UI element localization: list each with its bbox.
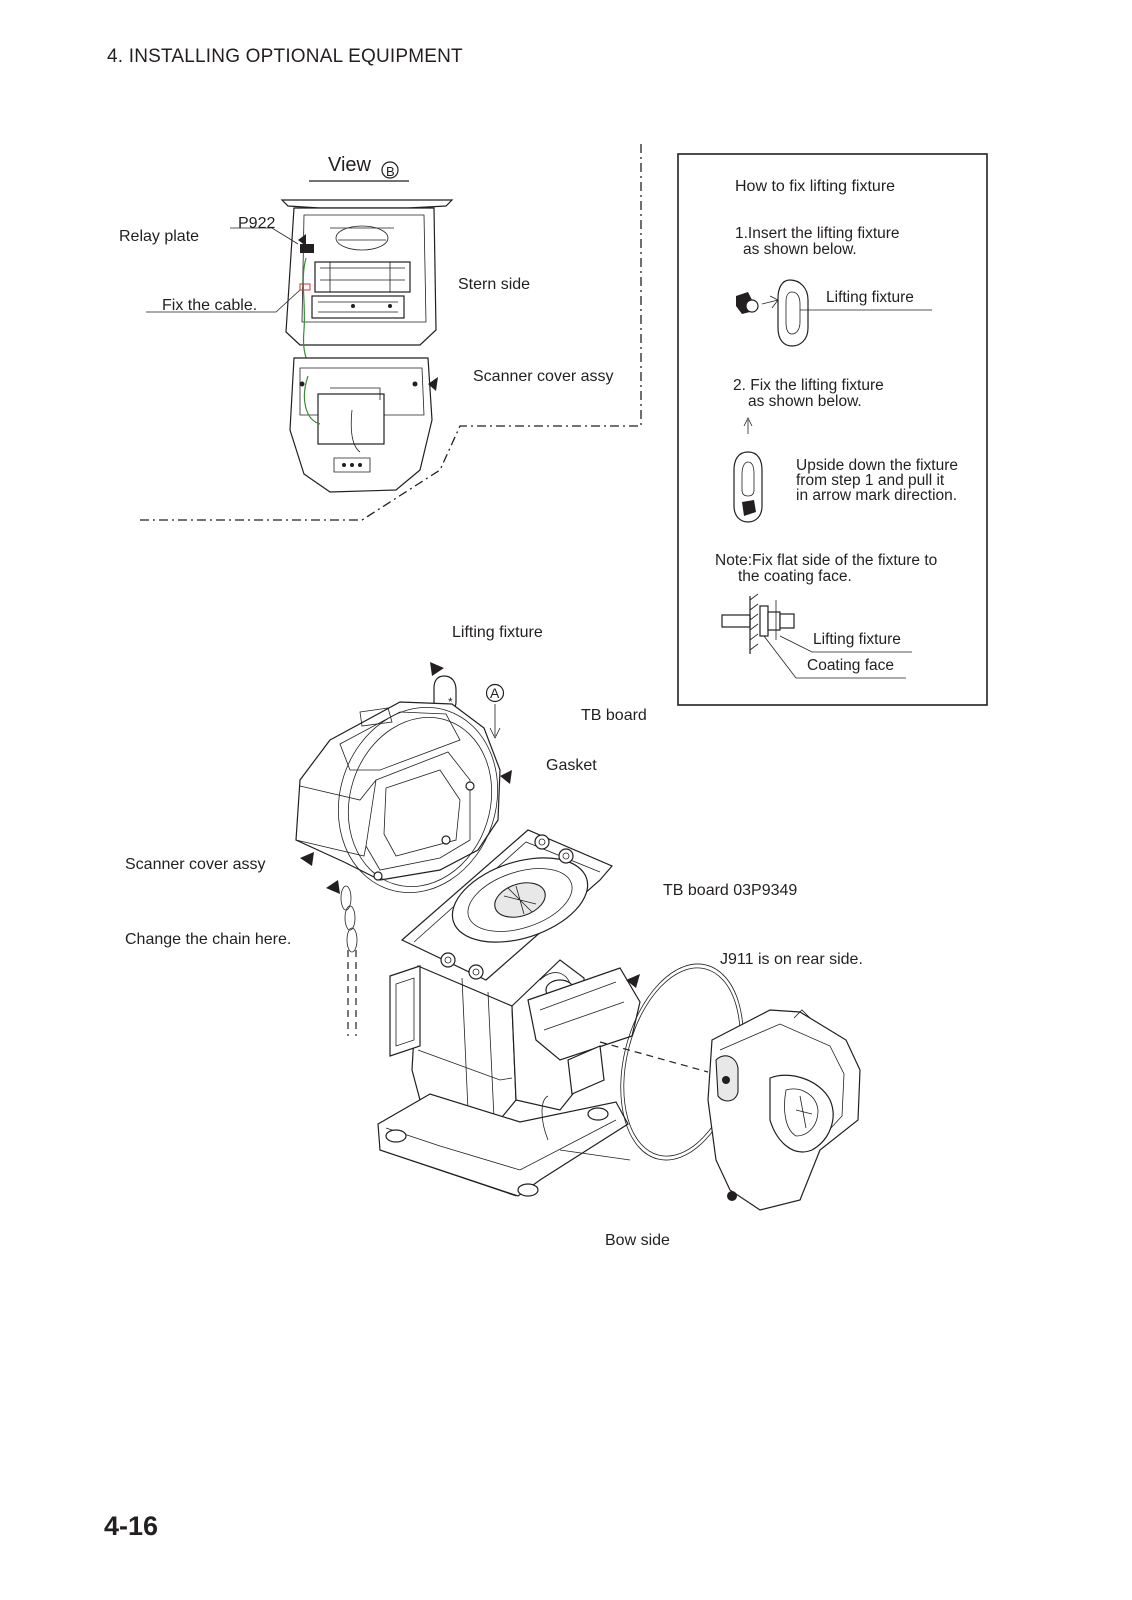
view-b-marker-circle <box>381 161 399 179</box>
bow-side-label: Bow side <box>605 1232 670 1249</box>
coating-face-section <box>721 593 795 654</box>
chain-drawing <box>340 885 358 1036</box>
main-exploded-drawing <box>295 662 861 1211</box>
tb-board-part-label: TB board 03P9349 <box>663 882 798 899</box>
scanner-cover-assy-label: Scanner cover assy <box>125 856 266 873</box>
note-fixture-label: Lifting fixture <box>813 631 901 648</box>
section-header: 4. INSTALLING OPTIONAL EQUIPMENT <box>107 46 463 67</box>
asterisk-mark: * <box>448 695 453 709</box>
view-b-title: View <box>328 154 371 176</box>
step2-line2: as shown below. <box>748 393 862 410</box>
p922-label: P922 <box>238 215 276 232</box>
view-b-drawing <box>140 144 642 521</box>
step1-fixture-label: Lifting fixture <box>826 289 914 306</box>
marker-a: A <box>490 685 500 701</box>
instruction-box-title: How to fix lifting fixture <box>735 178 896 195</box>
step1-line2: as shown below. <box>743 241 857 258</box>
step1-line1: 1.Insert the lifting fixture <box>735 225 900 242</box>
view-b-title-text: View <box>328 154 371 176</box>
step2-note-line3: in arrow mark direction. <box>796 487 958 504</box>
step2-line1: 2. Fix the lifting fixture <box>733 377 884 394</box>
side-cover-drawing <box>707 1009 861 1211</box>
note-line1: Note:Fix flat side of the fixture to <box>715 552 938 569</box>
change-chain-label: Change the chain here. <box>125 931 292 948</box>
view-b-marker: B <box>386 164 395 179</box>
j911-label: J911 is on rear side. <box>720 951 863 968</box>
note-line2: the coating face. <box>738 568 852 585</box>
bolt-illustration-step1 <box>736 292 779 314</box>
antenna-base-drawing <box>377 829 709 1197</box>
coating-face-label: Coating face <box>807 657 895 674</box>
lifting-fixture-step2 <box>733 451 763 523</box>
step2-note-line1: Upside down the fixture <box>796 457 958 474</box>
stern-side-label: Stern side <box>458 276 531 293</box>
fix-cable-label: Fix the cable. <box>162 297 258 314</box>
scanner-cover-assy-drawing <box>295 701 501 893</box>
marker-a-circle <box>485 683 505 703</box>
step2-note-line2: from step 1 and pull it <box>796 472 945 489</box>
gasket-label: Gasket <box>546 757 597 774</box>
tb-board-label: TB board <box>581 707 647 724</box>
instruction-box <box>677 153 988 706</box>
scanner-cover-assy-label-top: Scanner cover assy <box>473 368 614 385</box>
lifting-fixture-label: Lifting fixture <box>452 624 543 641</box>
relay-plate-label: Relay plate <box>119 228 200 245</box>
lifting-fixture-step1 <box>777 279 809 347</box>
